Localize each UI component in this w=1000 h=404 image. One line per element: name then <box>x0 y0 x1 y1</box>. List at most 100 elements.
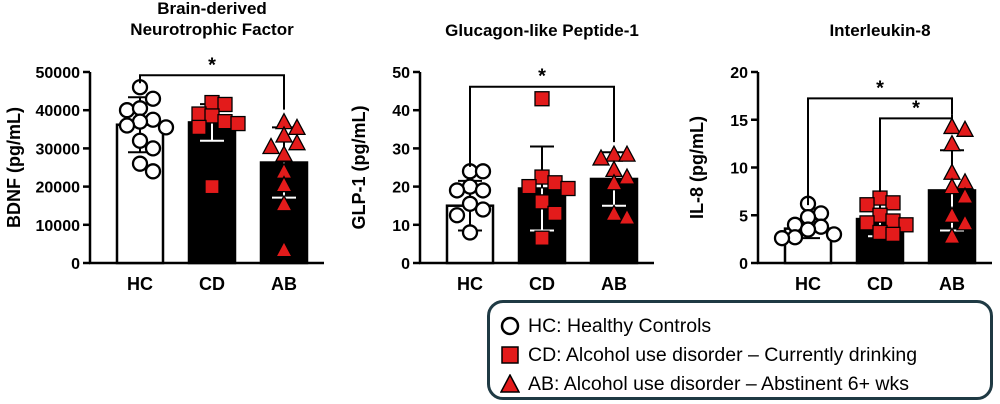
x-tick-label-ab: AB <box>271 274 297 294</box>
data-point-ab <box>274 194 294 212</box>
data-point-ab <box>942 134 962 152</box>
data-point-hc <box>144 163 162 180</box>
significance-bracket <box>469 85 615 167</box>
data-point-hc <box>131 155 149 172</box>
data-point-cd <box>872 190 888 206</box>
y-tick-label: 0 <box>71 256 80 273</box>
significance-label: * <box>876 77 884 99</box>
data-point-ab <box>942 117 962 135</box>
y-tick-label: 50000 <box>36 65 81 82</box>
data-point-cd <box>859 215 875 231</box>
data-point-cd <box>534 169 550 185</box>
data-point-cd <box>885 226 901 243</box>
data-point-hc <box>461 178 479 195</box>
data-point-ab <box>942 177 962 195</box>
data-point-ab <box>955 119 975 137</box>
chart-title: Interleukin-8 <box>829 21 930 40</box>
legend-item-ab: AB: Alcohol use disorder – Abstinent 6+ … <box>500 369 909 399</box>
data-point-hc <box>786 229 804 246</box>
y-tick-label: 30 <box>392 141 410 158</box>
data-point-hc <box>118 102 136 119</box>
significance-bracket <box>139 74 285 110</box>
data-point-ab <box>955 172 975 190</box>
legend-item-hc: HC: Healthy Controls <box>500 311 711 341</box>
data-point-ab <box>274 240 294 258</box>
y-tick-label: 20 <box>392 180 410 197</box>
significance-label: * <box>208 54 216 76</box>
data-point-hc <box>144 111 162 128</box>
data-point-hc <box>474 182 492 199</box>
x-tick-label-ab: AB <box>939 274 965 294</box>
data-point-hc <box>474 163 492 180</box>
data-point-cd <box>204 108 220 124</box>
y-axis-label: BDNF (pg/mL) <box>4 107 24 228</box>
data-point-hc <box>131 113 149 130</box>
y-tick-label: 0 <box>401 256 410 273</box>
legend: HC: Healthy Controls CD: Alcohol use dis… <box>487 300 993 400</box>
chart-title-line: Neurotrophic Factor <box>130 20 294 39</box>
data-point-cd <box>521 178 537 195</box>
data-point-cd <box>534 194 550 210</box>
chart-title-line: Brain-derived <box>157 0 267 18</box>
data-point-ab <box>287 133 307 151</box>
x-tick-label-cd: CD <box>199 274 225 294</box>
data-point-cd <box>230 115 246 132</box>
data-point-ab <box>261 137 281 155</box>
data-point-ab <box>617 167 637 185</box>
data-point-ab <box>274 125 294 143</box>
y-tick-label: 20000 <box>36 180 81 197</box>
data-point-cd <box>191 106 207 122</box>
y-axis-label: GLP-1 (pg/mL) <box>349 106 369 230</box>
circle-marker-icon <box>500 316 520 336</box>
data-point-cd <box>859 197 875 213</box>
data-point-cd <box>885 213 901 229</box>
data-point-hc <box>812 218 830 235</box>
data-point-cd <box>191 119 207 136</box>
data-point-hc <box>461 224 479 241</box>
y-tick-label: 5 <box>739 208 748 225</box>
data-point-ab <box>942 162 962 180</box>
legend-label-hc: HC: Healthy Controls <box>528 314 712 337</box>
x-tick-label-cd: CD <box>529 274 555 294</box>
y-tick-label: 50 <box>392 65 410 82</box>
y-tick-label: 10 <box>730 161 748 178</box>
y-tick-label: 40 <box>392 103 410 120</box>
data-point-hc <box>461 195 479 212</box>
data-point-ab <box>604 203 624 221</box>
data-point-cd <box>217 114 233 130</box>
data-point-ab <box>591 148 611 166</box>
data-point-ab <box>942 205 962 223</box>
x-tick-label-cd: CD <box>867 274 893 294</box>
data-point-cd <box>217 96 233 113</box>
data-point-ab <box>617 144 637 162</box>
data-point-hc <box>157 119 175 136</box>
data-point-hc <box>131 100 149 117</box>
data-point-ab <box>955 186 975 204</box>
y-tick-label: 10000 <box>36 218 81 235</box>
data-point-ab <box>617 207 637 225</box>
data-point-cd <box>898 217 914 233</box>
data-point-hc <box>825 226 843 243</box>
significance-label: * <box>912 97 920 119</box>
data-point-hc <box>812 205 830 222</box>
data-point-ab <box>942 226 962 244</box>
legend-item-cd: CD: Alcohol use disorder – Currently dri… <box>500 340 917 370</box>
y-tick-label: 10 <box>392 218 410 235</box>
data-point-cd <box>547 175 563 191</box>
data-point-ab <box>955 213 975 231</box>
data-point-hc <box>144 140 162 157</box>
y-tick-label: 20 <box>730 65 748 82</box>
data-point-hc <box>448 207 466 224</box>
data-point-cd <box>885 195 901 211</box>
significance-bracket <box>879 114 953 192</box>
data-point-hc <box>799 221 817 238</box>
data-point-cd <box>547 205 563 221</box>
chart-title-line: Glucagon-like Peptide-1 <box>445 21 639 40</box>
data-point-hc <box>118 117 136 134</box>
y-tick-label: 30000 <box>36 141 81 158</box>
